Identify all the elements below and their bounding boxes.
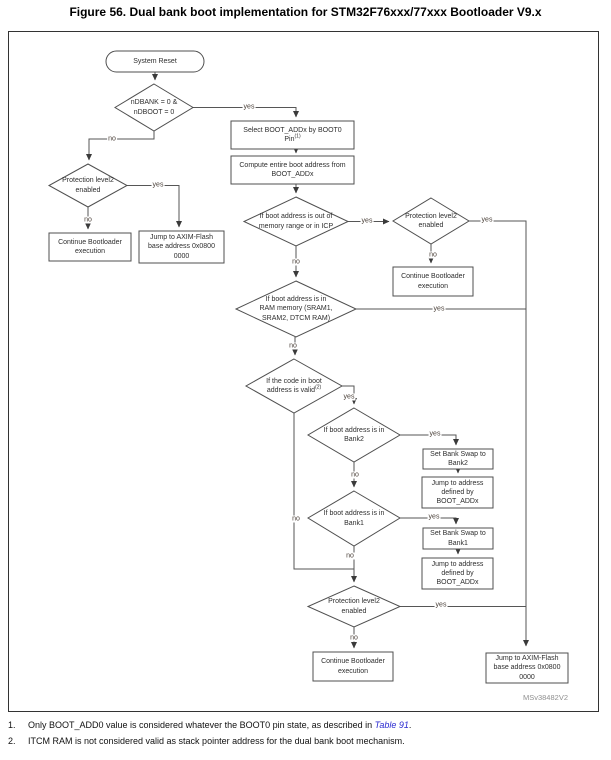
edge-label-no-ndbank: no [107,135,117,143]
shape-set-swap2 [422,448,494,470]
flowchart-canvas [47,50,569,684]
shape-protection-left-decision [47,163,129,208]
table-91-link[interactable]: Table 91 [374,720,409,730]
edge-label-no-protection-bottom: no [349,634,359,642]
shape-continue-left [48,232,132,262]
shape-out-of-range-decision [242,196,350,247]
edge-label-yes-code-valid: yes [342,393,356,401]
shape-continue-bottom [312,651,394,682]
edge-label-no-code-valid: no [291,515,301,523]
shape-select-bootaddr [230,120,355,150]
edge-label-no-bank1: no [345,552,355,560]
edge-label-yes-bank2: yes [428,430,442,438]
shape-bank1-decision [307,490,401,547]
shape-jump-axim-left [138,230,225,264]
shape-system-reset [105,50,205,73]
figure-frame: System Reset nDBANK = 0 & nDBOOT = 0 Sel… [8,31,599,712]
shape-protection-bottom-decision [306,585,402,628]
shape-ndbank-decision [114,83,194,132]
shape-ram-decision [234,280,358,338]
shape-code-valid-decision [244,358,344,414]
edge-label-no-ram: no [288,342,298,350]
edge-label-yes-bank1: yes [427,513,441,521]
shape-jump-addr2 [421,557,494,590]
edge-label-no-out-of-range: no [291,258,301,266]
shape-protection-top-right-decision [392,197,470,245]
shape-set-swap1 [422,527,494,550]
edge-label-no-bank2: no [350,471,360,479]
footnote-2-text: ITCM RAM is not considered valid as stac… [28,736,405,746]
edge-label-no-protection-top-right: no [428,251,438,259]
footnote-1-number: 1. [8,720,16,730]
figure-watermark: MSv38482V2 [522,693,568,702]
shape-continue-mid [392,266,474,297]
shape-jump-addr1 [421,476,494,509]
footnote-2-number: 2. [8,736,16,746]
edge-label-yes-protection-left: yes [151,181,165,189]
edge-label-yes-out-of-range: yes [360,217,374,225]
edge-label-no-protection-left: no [83,216,93,224]
footnotes: 1. Only BOOT_ADD0 value is considered wh… [8,720,604,752]
footnote-1: 1. Only BOOT_ADD0 value is considered wh… [8,720,604,730]
figure-title: Figure 56. Dual bank boot implementation… [69,5,542,19]
footnote-2: 2. ITCM RAM is not considered valid as s… [8,736,604,746]
shape-jump-axim-right [485,652,569,684]
edge-label-yes-protection-bottom: yes [434,601,448,609]
edge-label-yes-ram: yes [432,305,446,313]
footnote-1-text: Only BOOT_ADD0 value is considered whate… [28,720,412,730]
edge-label-yes-protection-top-right: yes [480,216,494,224]
edge-label-yes-ndbank: yes [242,103,256,111]
shape-bank2-decision [307,407,401,463]
shape-compute-addr [230,155,355,185]
